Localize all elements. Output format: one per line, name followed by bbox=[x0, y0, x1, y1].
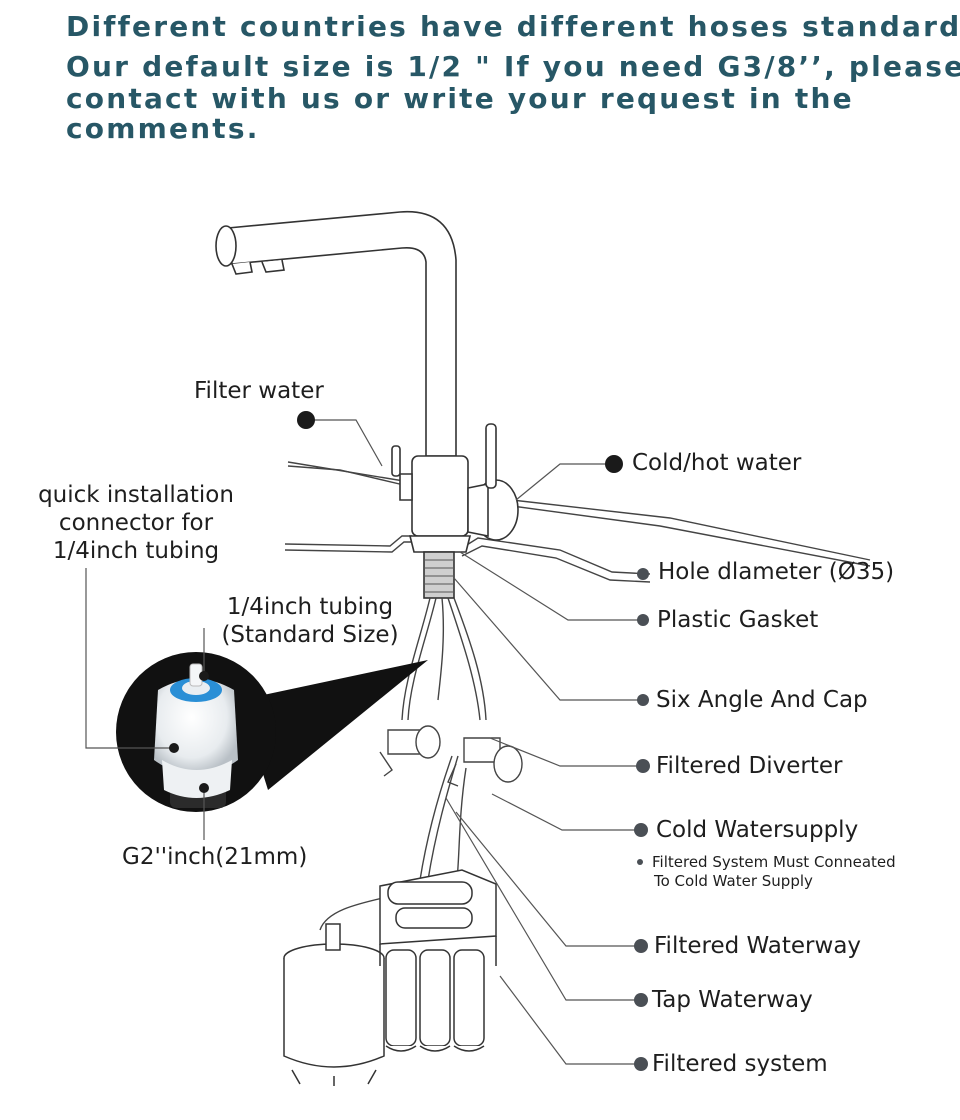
leader-lines bbox=[85, 419, 642, 1065]
label-quick-connector-line-2: connector for bbox=[58, 510, 214, 536]
label-quick-connector-line-1: quick installation bbox=[38, 482, 234, 508]
header-line-3: contact with us or write your request in… bbox=[66, 82, 854, 115]
header-line-1: Different countries have different hoses… bbox=[66, 10, 960, 43]
label-filtered-waterway: Filtered Waterway bbox=[654, 933, 862, 959]
faucet-illustration bbox=[215, 210, 519, 599]
quick-connector-illustration bbox=[116, 652, 428, 812]
header-line-2: Our default size is 1/2 " If you need G3… bbox=[66, 50, 960, 83]
label-cold-hot-water: Cold/hot water bbox=[632, 450, 802, 476]
label-dots bbox=[169, 411, 650, 1071]
label-hole-diameter: Hole dlameter (Ø35) bbox=[658, 559, 895, 585]
label-note-line-2: To Cold Water Supply bbox=[654, 872, 813, 890]
label-filter-water: Filter water bbox=[194, 378, 324, 404]
label-cold-watersupply: Cold Watersupply bbox=[656, 817, 859, 843]
ro-filter-system-illustration bbox=[283, 869, 497, 1086]
label-tubing-line-1: 1/4inch tubing bbox=[226, 594, 394, 620]
countertop bbox=[284, 461, 871, 583]
label-note-line-1: Filtered System Must Conneated bbox=[652, 853, 896, 871]
label-tap-waterway: Tap Waterway bbox=[652, 987, 813, 1013]
header-line-4: comments. bbox=[66, 112, 260, 145]
label-filtered-diverter: Filtered Diverter bbox=[656, 753, 843, 779]
label-quick-connector-line-3: 1/4inch tubing bbox=[52, 538, 220, 564]
label-six-angle-cap: Six Angle And Cap bbox=[656, 687, 868, 713]
label-filtered-system: Filtered system bbox=[652, 1051, 828, 1077]
hoses bbox=[319, 597, 523, 931]
label-thread-size: G2''inch(21mm) bbox=[122, 844, 308, 870]
label-tubing-line-2: (Standard Size) bbox=[221, 622, 399, 648]
label-plastic-gasket: Plastic Gasket bbox=[657, 607, 819, 633]
